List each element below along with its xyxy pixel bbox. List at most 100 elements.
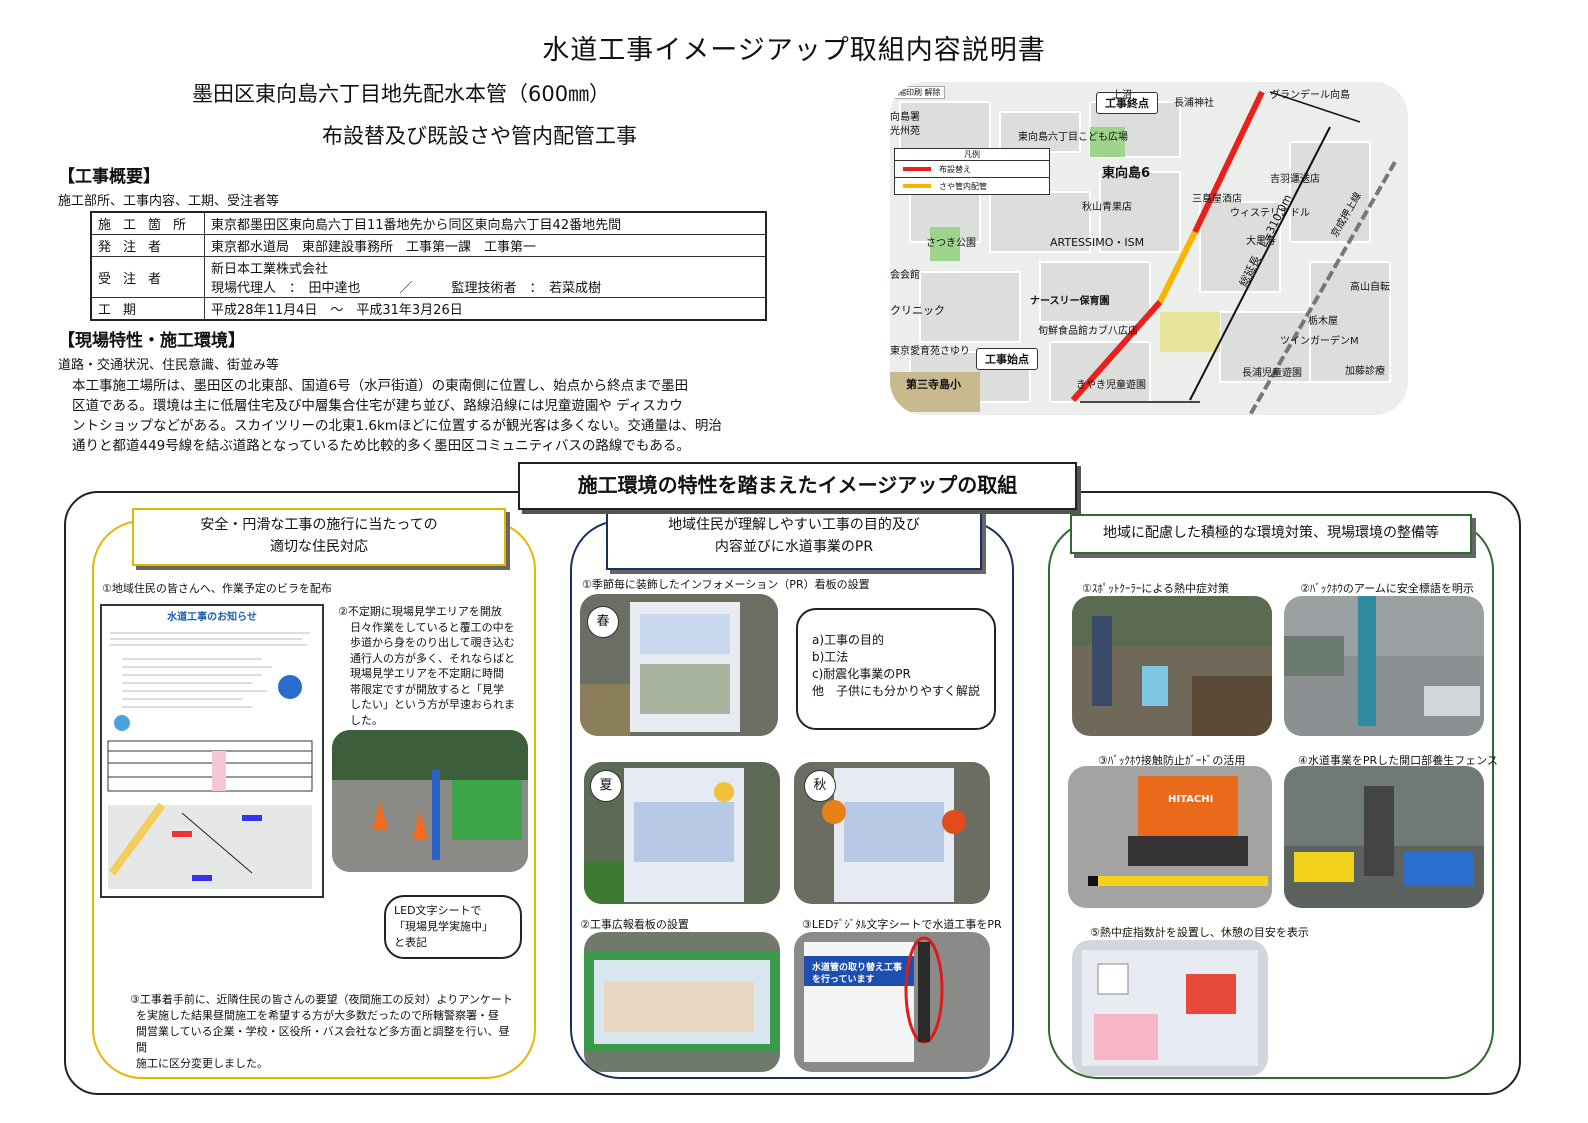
season-spring-badge: 春 bbox=[587, 606, 619, 638]
start-point-label: 工事始点 bbox=[976, 348, 1038, 370]
table-row: 工期 平成28年11月4日 ～ 平成31年3月26日 bbox=[90, 297, 767, 321]
overview-table: 施工箇所 東京都墨田区東向島六丁目11番地先から同区東向島六丁目42番地先間 発… bbox=[90, 211, 767, 321]
site-line: ントショップなどがある。スカイツリーの北東1.6kmほどに位置するが観光客は多く… bbox=[72, 418, 722, 434]
map-place: きやき児童遊園 bbox=[1076, 380, 1146, 391]
col2-item2: ②工事広報看板の設置 bbox=[580, 918, 689, 931]
row-key: 工期 bbox=[90, 297, 205, 321]
map-place: 会会館 bbox=[890, 270, 920, 281]
map-place: 大黒寿 bbox=[1246, 236, 1276, 247]
table-row: 発注者 東京都水道局 東部建設事務所 工事第一課 工事第一 bbox=[90, 234, 767, 257]
contact-guard-photo: HITACHI bbox=[1068, 766, 1272, 908]
col2-item1: ①季節毎に装飾したインフォメーション（PR）看板の設置 bbox=[582, 578, 870, 591]
led-callout: LED文字シートで 「現場見学実施中」 と表記 bbox=[384, 895, 522, 959]
col3-item2: ②ﾊﾞｯｸﾎｳのアームに安全標語を明示 bbox=[1300, 582, 1474, 595]
legend-item: さや管内配管 bbox=[895, 178, 1049, 194]
callout-line: b)工法 bbox=[812, 650, 849, 664]
map-place: 長浦児童遊園 bbox=[1242, 368, 1302, 379]
map-place: ツインガーデンM bbox=[1280, 336, 1359, 347]
heat-index-photo bbox=[1072, 940, 1268, 1076]
col2-item3: ③LEDﾃﾞｼﾞﾀﾙ文字シートで水道工事をPR bbox=[802, 918, 1002, 931]
red-swatch bbox=[903, 167, 931, 171]
callout-line: と表記 bbox=[394, 936, 427, 949]
col3-item5: ⑤熱中症指数計を設置し、休憩の目安を表示 bbox=[1090, 926, 1309, 939]
text-line: ③工事着手前に、近隣住民の皆さんの要望（夜間施工の反対）よりアンケート bbox=[130, 993, 513, 1006]
end-point-label: 工事終点 bbox=[1096, 92, 1158, 114]
publicity-board-photo bbox=[584, 932, 780, 1072]
callout-line: 他 子供にも分かりやすく解説 bbox=[812, 684, 981, 698]
map-place: 栃木屋 bbox=[1308, 316, 1338, 327]
led-graphic bbox=[804, 936, 944, 1062]
site-description: 本工事施工場所は、墨田区の北東部、国道6号（水戸街道）の東南側に位置し、始点から… bbox=[72, 376, 762, 456]
site-line: 区道である。環境は主に低層住宅及び中層集合住宅が建ち並び、路線沿線には児童遊園や… bbox=[72, 398, 683, 414]
site-visit-photo bbox=[332, 730, 528, 872]
row-key: 発注者 bbox=[90, 234, 205, 257]
guard-graphic bbox=[1088, 776, 1268, 886]
spot-cooler-photo bbox=[1072, 596, 1272, 736]
map-place: 高山自転 bbox=[1350, 282, 1390, 293]
flyer-content bbox=[107, 632, 313, 889]
map-place: 上沼 bbox=[1112, 90, 1132, 101]
page-title: 水道工事イメージアップ取組内容説明書 bbox=[542, 35, 1046, 66]
column3-header: 地域に配慮した積極的な環境対策、現場環境の整備等 bbox=[1070, 514, 1472, 554]
map-place: 向島署 bbox=[890, 112, 920, 123]
map-place: 東向島六丁目こども広場 bbox=[1018, 132, 1128, 143]
row-value: 東京都水道局 東部建設事務所 工事第一課 工事第一 bbox=[204, 234, 767, 257]
row-value: 平成28年11月4日 ～ 平成31年3月26日 bbox=[204, 297, 767, 321]
row-key: 施工箇所 bbox=[90, 211, 205, 235]
col3-item4: ④水道事業をPRした開口部養生フェンス bbox=[1298, 754, 1498, 767]
legend-label: さや管内配管 bbox=[939, 181, 987, 191]
overview-heading: 【工事概要】 bbox=[58, 167, 160, 187]
text-line: 歩道から身をのり出して覗き込む bbox=[350, 636, 515, 649]
map-place: 旬鮮食品館カブ八広店 bbox=[1038, 326, 1138, 337]
map-place: クリニック bbox=[890, 304, 945, 317]
overview-intro: 施工部所、工事内容、工期、受注者等 bbox=[58, 194, 280, 209]
header-line: 安全・円滑な工事の施行に当たっての bbox=[200, 517, 438, 533]
text-line: 施工に区分変更しました。 bbox=[136, 1057, 268, 1070]
map-place: 加藤診療 bbox=[1345, 366, 1385, 377]
site-heading: 【現場特性・施工環境】 bbox=[58, 331, 245, 351]
site-line: 本工事施工場所は、墨田区の北東部、国道6号（水戸街道）の東南側に位置し、始点から… bbox=[72, 378, 689, 394]
heat-index-graphic bbox=[1082, 950, 1258, 1066]
col1-item1: ①地域住民の皆さんへ、作業予定のビラを配布 bbox=[102, 582, 332, 595]
table-row: 施工箇所 東京都墨田区東向島六丁目11番地先から同区東向島六丁目42番地先間 bbox=[90, 211, 767, 235]
initiatives-banner: 施工環境の特性を踏まえたイメージアップの取組 bbox=[518, 462, 1077, 510]
site-map: 縮印刷 解除 工事終点 工事始点 凡例 布設替え さや管内配管 総延長 L=31… bbox=[890, 82, 1408, 415]
print-button[interactable]: 縮印刷 bbox=[898, 88, 922, 97]
text-line: 現場見学エリアを不定期に時間 bbox=[350, 667, 504, 680]
led-sign-text: 水道管の取り替え工事を行っています bbox=[812, 963, 903, 985]
map-legend: 凡例 布設替え さや管内配管 bbox=[894, 148, 1050, 195]
row-value: 東京都墨田区東向島六丁目11番地先から同区東向島六丁目42番地先間 bbox=[204, 211, 767, 235]
map-place: 第三寺島小 bbox=[906, 378, 961, 391]
legend-item: 布設替え bbox=[895, 161, 1049, 178]
board-graphic bbox=[584, 952, 780, 1052]
sign-graphic bbox=[584, 768, 744, 904]
text-line: 間営業している企業・学校・区役所・バス会社など多方面と調整を行い、昼間 bbox=[136, 1025, 510, 1054]
site-intro: 道路・交通状況、住民意識、街並み等 bbox=[58, 358, 280, 373]
column1-header: 安全・円滑な工事の施行に当たっての 適切な住民対応 bbox=[132, 508, 506, 566]
cooler-graphic bbox=[1072, 596, 1272, 736]
season-summer-badge: 夏 bbox=[590, 770, 622, 802]
header-line: 地域住民が理解しやすい工事の目的及び bbox=[668, 517, 920, 533]
sign-graphic bbox=[822, 768, 966, 902]
map-place: ウィステリアドル bbox=[1230, 208, 1310, 219]
text-line: 日々作業をしていると覆工の中を bbox=[350, 620, 515, 634]
callout-line: LED文字シートで bbox=[394, 904, 482, 917]
row-key: 受注者 bbox=[90, 256, 205, 298]
site-visit-graphic bbox=[332, 730, 528, 872]
map-place: 光州苑 bbox=[890, 126, 920, 137]
map-place: 吉羽運送店 bbox=[1270, 174, 1320, 185]
clear-button[interactable]: 解除 bbox=[924, 88, 941, 97]
callout-line: a)工事の目的 bbox=[812, 633, 885, 647]
machine-brand: HITACHI bbox=[1168, 794, 1214, 805]
text-line: ②不定期に現場見学エリアを開放 bbox=[338, 605, 502, 618]
backhoe-arm-photo bbox=[1284, 596, 1484, 736]
contractor-staff: 現場代理人 ： 田中達也 ／ 監理技術者 ： 若菜成樹 bbox=[211, 281, 602, 296]
yellow-swatch bbox=[903, 184, 931, 188]
project-title-line1: 墨田区東向島六丁目地先配水本管（600㎜） bbox=[192, 82, 611, 106]
sign-graphic bbox=[580, 602, 740, 736]
map-toolbar[interactable]: 縮印刷 解除 bbox=[894, 86, 945, 99]
callout-line: 「現場見学実施中」 bbox=[394, 920, 493, 933]
map-place: 東京愛育苑さゆり bbox=[890, 346, 970, 357]
map-place: さつき公園 bbox=[926, 238, 976, 249]
text-line: した。 bbox=[350, 713, 383, 727]
